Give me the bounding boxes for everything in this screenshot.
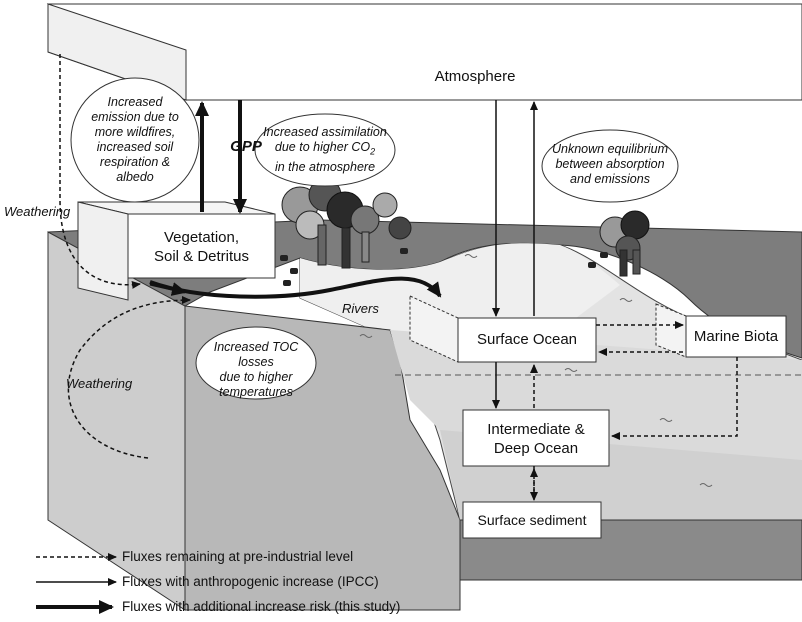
deep-ocean-box: [462, 409, 610, 467]
sediment-label: Surface sediment: [477, 512, 587, 528]
forest-cluster-right: [599, 210, 650, 277]
emission-line-1: Increased: [107, 95, 163, 109]
assimilation-bubble: [254, 113, 396, 187]
deep-ocean-label-line2: Deep Ocean: [493, 440, 579, 457]
emission-line-2: emission due to: [91, 110, 179, 124]
legend-thick-text: Fluxes with additional increase risk (th…: [122, 599, 401, 614]
deep-ocean-label: Intermediate & Deep Ocean: [463, 420, 609, 458]
deep-ocean-label-line1: Intermediate &: [487, 421, 585, 438]
sediment-box: [462, 501, 602, 539]
litter-flux-arrow: [149, 282, 187, 296]
rivers-flux-arrow: [149, 276, 442, 299]
vegetation-label-line2: Soil & Detritus: [153, 248, 250, 265]
toc-bubble: [195, 326, 317, 400]
vegetation-label-line1: Vegetation,: [163, 229, 240, 246]
marine-biota-label: Marine Biota: [693, 328, 779, 345]
equilibrium-line-1: Unknown equilibrium: [551, 142, 669, 156]
assimilation-line-2: due to higher CO2: [255, 140, 395, 160]
emission-line-3: more wildfires,: [94, 125, 176, 139]
emission-line-6: albedo: [116, 170, 154, 184]
emission-bubble-text: Increased emission due to more wildfires…: [75, 95, 195, 185]
marine-biota-box-left: [655, 303, 687, 358]
toc-line-1: Increased TOC losses: [213, 340, 299, 369]
toc-bubble-text: Increased TOC losses due to higher tempe…: [196, 340, 316, 400]
shrubs: [280, 248, 608, 286]
weathering-left-label: Weathering: [4, 204, 71, 219]
weathering-left-arrow: [59, 54, 141, 289]
gpp-label: GPP: [230, 138, 262, 155]
weathering-inner-label: Weathering: [66, 376, 133, 391]
surface-ocean-label: Surface Ocean: [476, 331, 578, 348]
biota-to-deep-arrow: [611, 357, 738, 440]
legend-thin-text: Fluxes with anthropogenic increase (IPCC…: [122, 574, 379, 589]
rivers-label: Rivers: [342, 301, 379, 316]
marine-biota-box: [685, 315, 787, 358]
assimilation-line-3: in the atmosphere: [274, 159, 376, 174]
vegetation-box: [127, 213, 276, 279]
emission-line-5: respiration &: [99, 155, 171, 169]
equilibrium-bubble-text: Unknown equilibrium between absorption a…: [545, 142, 675, 187]
assimilation-line-2-text: due to higher CO: [274, 140, 371, 154]
equilibrium-line-2: between absorption: [555, 157, 665, 171]
ocean-shelf: [300, 243, 620, 342]
emission-bubble: [70, 77, 200, 203]
vegetation-label: Vegetation, Soil & Detritus: [130, 228, 273, 266]
toc-line-2: due to higher: [219, 370, 293, 384]
legend-dotted-text: Fluxes remaining at pre-industrial level: [122, 549, 354, 564]
emission-line-4: increased soil: [96, 140, 174, 154]
forest-cluster: [281, 178, 412, 269]
vegetation-box-left: [77, 201, 129, 301]
equilibrium-bubble: [541, 129, 679, 203]
assimilation-bubble-text: Increased assimilation due to higher CO2…: [255, 125, 395, 175]
surface-ocean-box: [457, 317, 597, 363]
weathering-inner-arrow: [67, 296, 191, 459]
atmosphere-label: Atmosphere: [434, 68, 516, 85]
atmosphere-left-face: [47, 3, 187, 101]
toc-line-3: temperatures: [219, 385, 293, 399]
co2-subscript: 2: [370, 146, 376, 157]
assimilation-line-1: Increased assimilation: [263, 125, 387, 139]
equilibrium-line-3: and emissions: [570, 172, 650, 186]
